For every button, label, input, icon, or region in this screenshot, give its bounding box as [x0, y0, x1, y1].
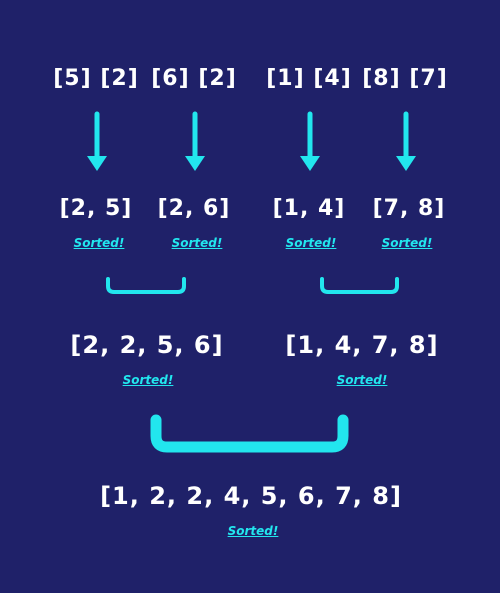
input-pair-3: [1] [4]: [266, 66, 352, 91]
sorted-pair-1: [2, 5]: [59, 196, 133, 221]
sorted-label-pair-3: Sorted!: [285, 236, 337, 250]
merge-bracket-right: [320, 277, 399, 294]
sorted-label-half-left: Sorted!: [122, 373, 174, 387]
merged-half-left: [2, 2, 5, 6]: [70, 331, 224, 359]
sorted-pair-4: [7, 8]: [372, 196, 446, 221]
sorted-pair-2: [2, 6]: [157, 196, 231, 221]
sorted-label-half-right: Sorted!: [336, 373, 388, 387]
merge-bracket-final: [150, 414, 349, 453]
final-sorted-array: [1, 2, 2, 4, 5, 6, 7, 8]: [100, 482, 402, 510]
input-pair-1: [5] [2]: [53, 66, 139, 91]
sorted-pair-3: [1, 4]: [272, 196, 346, 221]
merged-half-right: [1, 4, 7, 8]: [285, 331, 439, 359]
input-pair-2: [6] [2]: [151, 66, 237, 91]
down-arrow-icon-1: [87, 111, 107, 171]
sorted-label-final: Sorted!: [227, 524, 279, 538]
input-pair-4: [8] [7]: [362, 66, 448, 91]
merge-bracket-left: [106, 277, 186, 294]
down-arrow-icon-4: [396, 111, 416, 171]
down-arrow-icon-3: [300, 111, 320, 171]
sorted-label-pair-1: Sorted!: [73, 236, 125, 250]
sorted-label-pair-2: Sorted!: [171, 236, 223, 250]
down-arrow-icon-2: [185, 111, 205, 171]
sorted-label-pair-4: Sorted!: [381, 236, 433, 250]
